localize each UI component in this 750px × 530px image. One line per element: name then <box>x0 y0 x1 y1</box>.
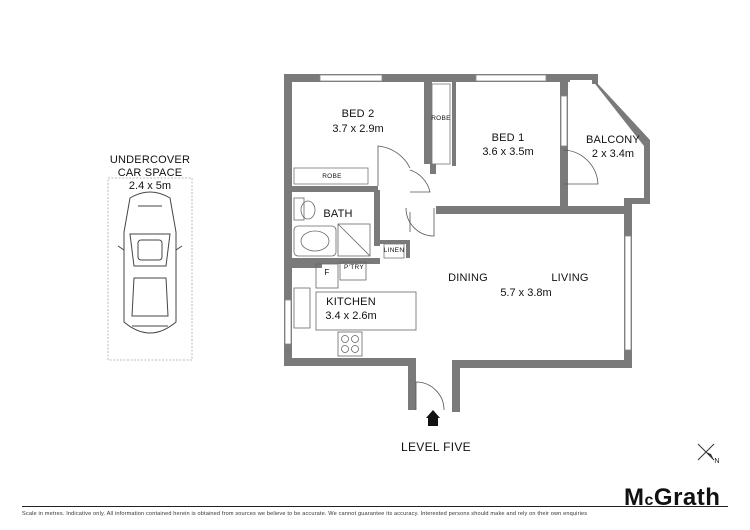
robe-bed1-label: ROBE <box>431 115 451 122</box>
entry-label: LEVEL FIVE <box>401 440 471 454</box>
room-balcony-name: BALCONY <box>586 134 640 146</box>
compass-letter: N <box>714 458 720 465</box>
room-dining-name: DINING <box>448 272 488 284</box>
room-kitchen-dim: 3.4 x 2.6m <box>325 310 377 322</box>
car-space-dim: 2.4 x 5m <box>128 180 172 192</box>
north-compass-icon <box>697 443 715 461</box>
car-icon <box>117 191 183 334</box>
brand-small-c: c <box>644 492 654 509</box>
fridge-label: F <box>324 268 330 277</box>
joinery <box>293 83 451 259</box>
car-space <box>107 177 193 361</box>
robe-bed2-label: ROBE <box>322 173 342 180</box>
footer-rule <box>22 506 728 507</box>
room-kitchen-name: KITCHEN <box>326 296 376 308</box>
doors <box>377 145 599 411</box>
car-space-name-line2: CAR SPACE <box>117 167 183 179</box>
room-bed1-name: BED 1 <box>491 132 525 144</box>
car-space-name-line1: UNDERCOVER <box>109 154 191 166</box>
brand-logo: McGrath <box>624 484 720 512</box>
room-balcony-dim: 2 x 3.4m <box>591 148 635 160</box>
brand-prefix: M <box>624 484 645 511</box>
room-living-name: LIVING <box>551 272 589 284</box>
linen-label: LINEN <box>383 247 405 254</box>
room-bed2-name: BED 2 <box>341 108 375 120</box>
disclaimer-text: Scale in metres. Indicative only. All in… <box>22 511 588 517</box>
room-bath-name: BATH <box>323 208 353 220</box>
windows <box>284 74 632 351</box>
room-bed1-dim: 3.6 x 3.5m <box>482 146 534 158</box>
pantry-label: P'TRY <box>344 264 364 271</box>
room-bed2-dim: 3.7 x 2.9m <box>332 123 384 135</box>
bath-fixtures <box>293 197 371 257</box>
entry-arrow-icon <box>426 410 440 426</box>
kitchen-fixtures <box>293 261 417 357</box>
room-living-dim: 5.7 x 3.8m <box>500 287 552 299</box>
